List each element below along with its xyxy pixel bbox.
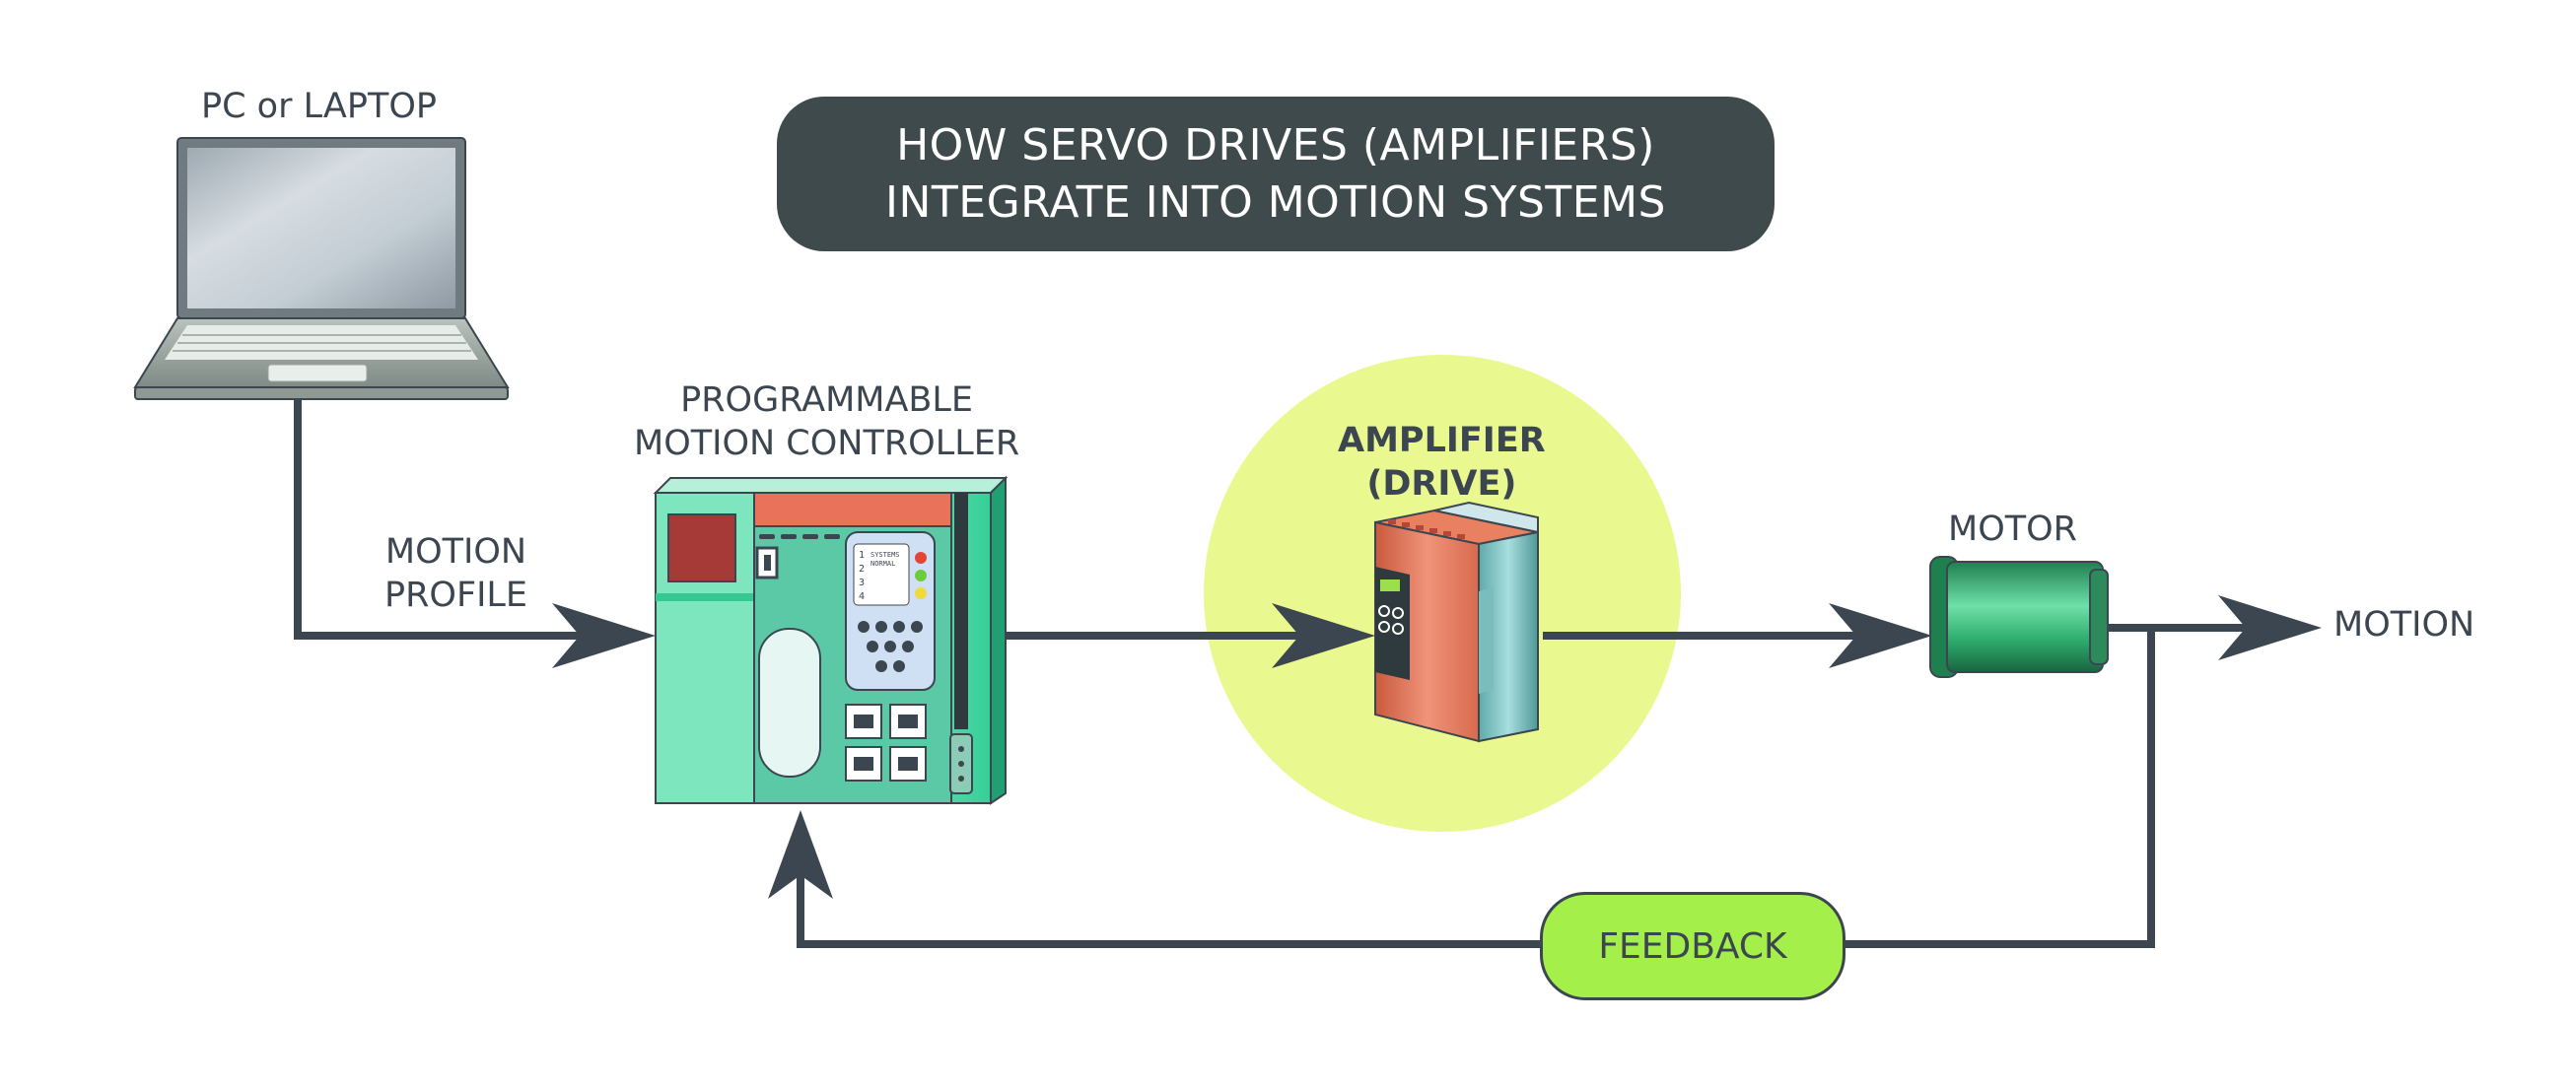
feedback-label: FEEDBACK bbox=[1598, 925, 1787, 967]
motion-output-label: MOTION bbox=[2333, 605, 2475, 645]
arrowheads bbox=[552, 595, 2322, 899]
title-line-1: HOW SERVO DRIVES (AMPLIFIERS) bbox=[896, 119, 1655, 170]
amplifier-label-line-1: AMPLIFIER bbox=[1338, 421, 1546, 460]
arrowhead-feedback bbox=[768, 810, 833, 899]
servo-drive-icon bbox=[1374, 501, 1539, 743]
display-header-1: SYSTEMS bbox=[870, 551, 900, 559]
edge-feedback bbox=[797, 628, 2155, 948]
motion-profile-line-2: PROFILE bbox=[384, 576, 528, 615]
display-row-1: 1 bbox=[859, 550, 865, 561]
title-line-2: INTEGRATE INTO MOTION SYSTEMS bbox=[885, 176, 1666, 228]
motion-profile-label: MOTION PROFILE bbox=[384, 530, 527, 617]
motion-controller-icon bbox=[653, 475, 1009, 805]
display-row-3: 3 bbox=[859, 578, 865, 588]
controller-display: SYSTEMS NORMAL 1 2 3 4 bbox=[859, 550, 900, 602]
edge-pc-to-controller bbox=[294, 399, 636, 640]
arrowhead-motion-profile bbox=[552, 603, 656, 668]
display-row-2: 2 bbox=[859, 564, 865, 575]
arrowhead-to-amplifier bbox=[1272, 603, 1375, 668]
amplifier-label: AMPLIFIER (DRIVE) bbox=[1338, 419, 1546, 506]
display-header-2: NORMAL bbox=[870, 560, 895, 568]
amplifier-label-line-2: (DRIVE) bbox=[1366, 464, 1517, 504]
feedback-box: FEEDBACK bbox=[1540, 892, 1845, 1000]
controller-label-line-2: MOTION CONTROLLER bbox=[634, 424, 1020, 463]
laptop-icon bbox=[133, 137, 510, 400]
pc-label: PC or LAPTOP bbox=[201, 87, 437, 126]
motion-profile-line-1: MOTION bbox=[384, 532, 527, 572]
controller-label-line-1: PROGRAMMABLE bbox=[680, 380, 974, 420]
controller-label: PROGRAMMABLE MOTION CONTROLLER bbox=[634, 378, 1019, 465]
display-row-4: 4 bbox=[859, 591, 865, 602]
diagram-title: HOW SERVO DRIVES (AMPLIFIERS) INTEGRATE … bbox=[777, 97, 1775, 251]
arrowhead-to-motor bbox=[1829, 603, 1932, 668]
motor-icon bbox=[1929, 556, 2109, 678]
motor-label: MOTOR bbox=[1948, 510, 2077, 549]
arrowhead-motion-output bbox=[2218, 595, 2322, 660]
